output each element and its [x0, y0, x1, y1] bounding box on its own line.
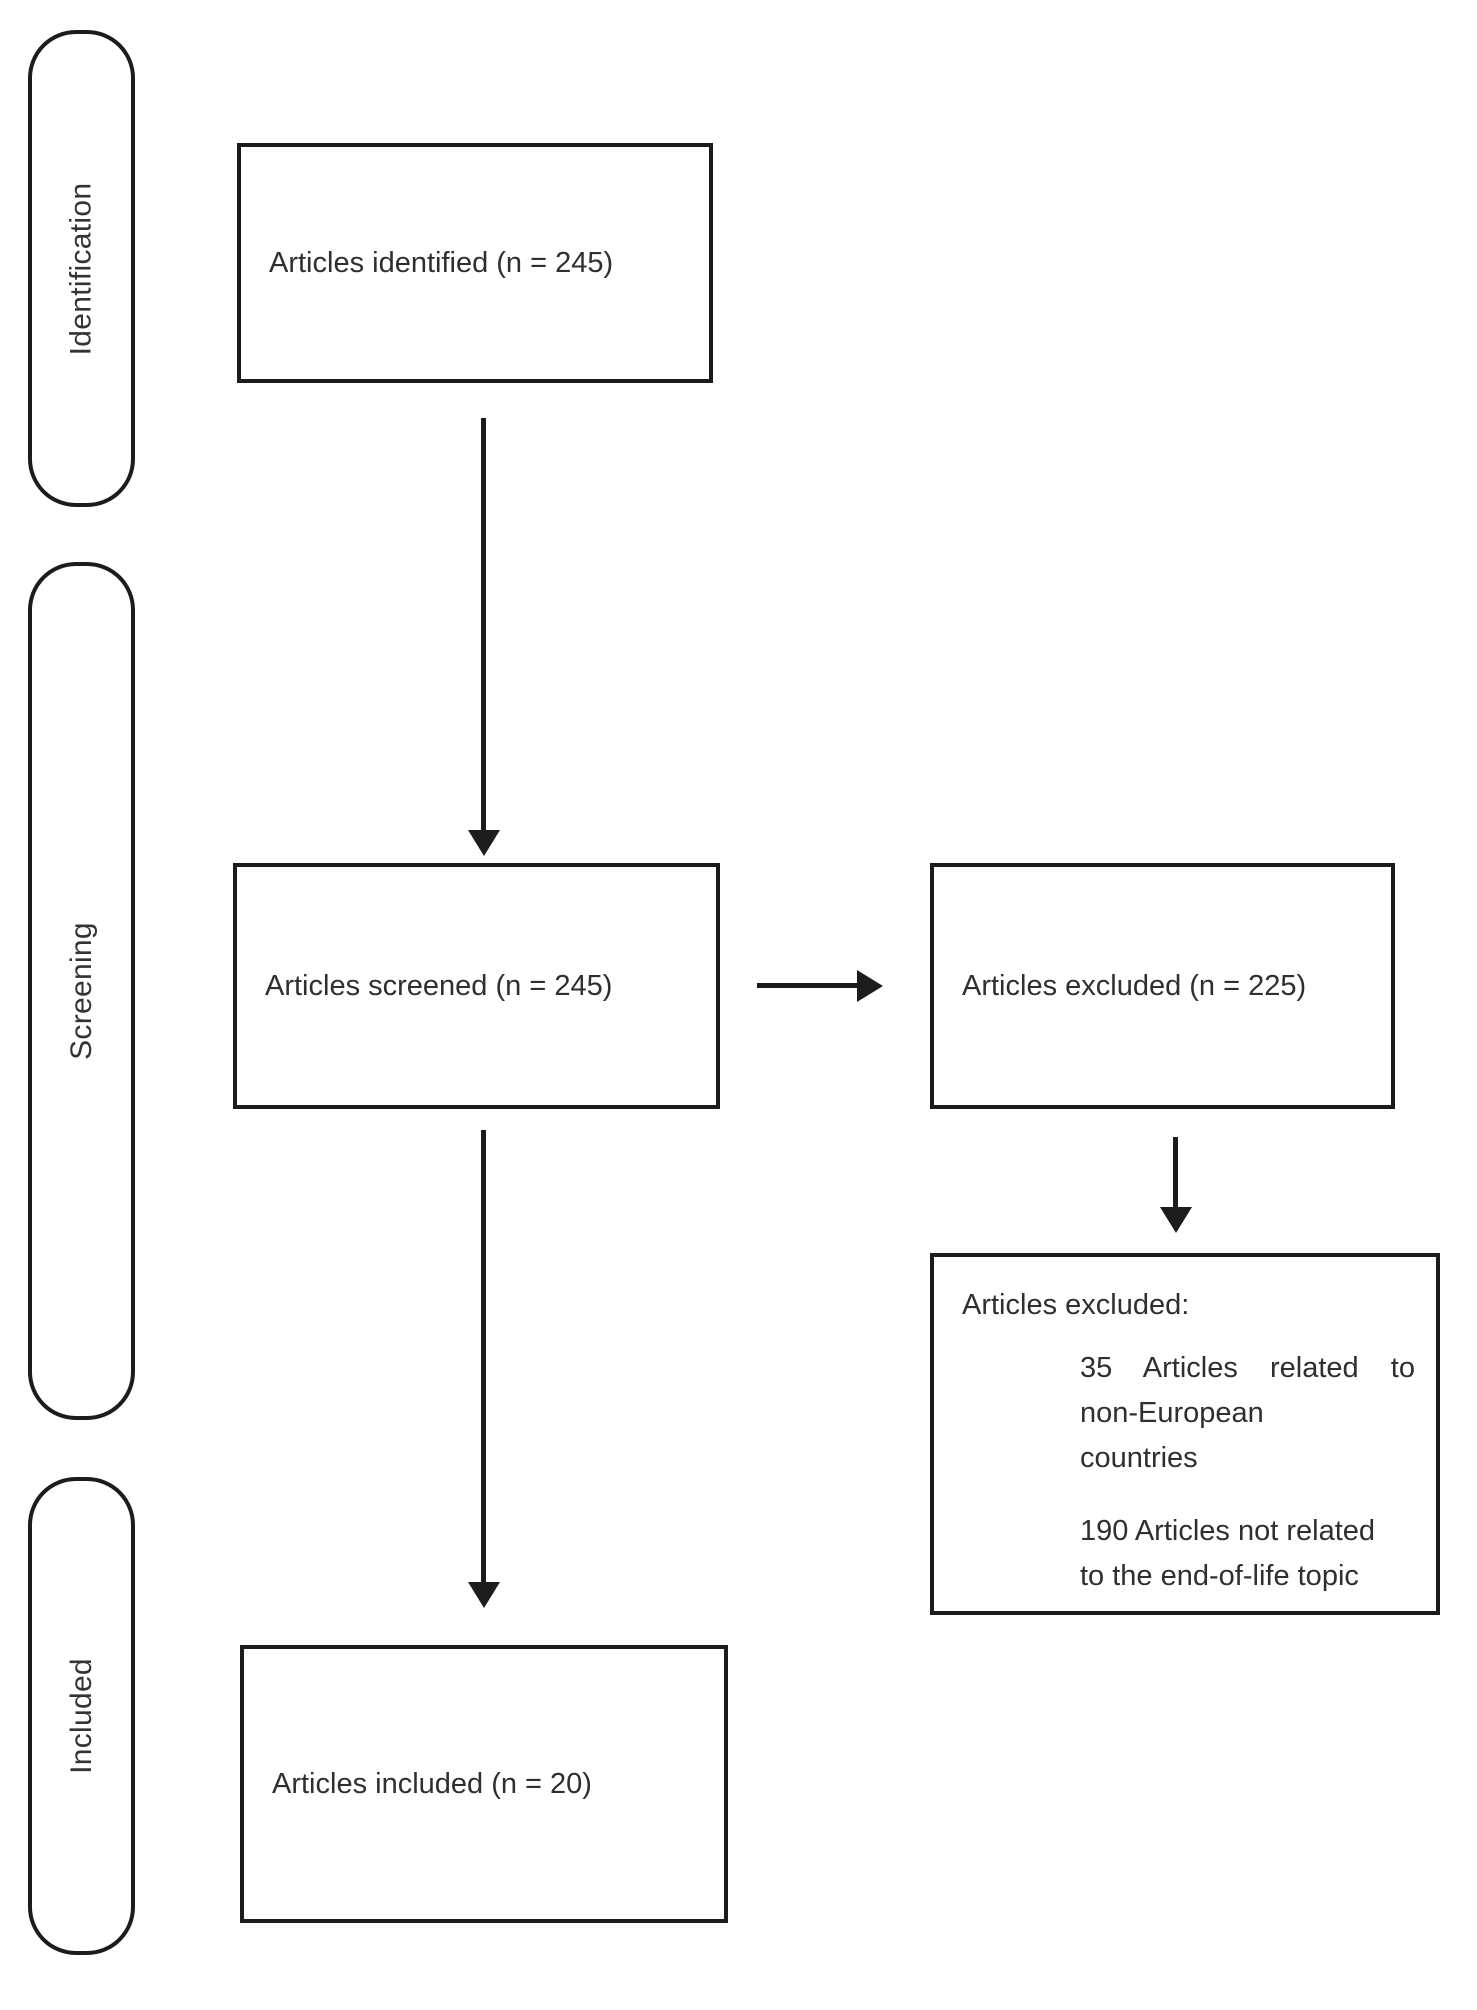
- stage-pill-screening: Screening: [28, 562, 135, 1420]
- arrow-identified-to-screened-line: [481, 418, 486, 830]
- stage-pill-identification: Identification: [28, 30, 135, 507]
- exclusion-reason-line: countries: [1080, 1442, 1198, 1474]
- exclusion-reason-line: 35 Articles related to: [1080, 1352, 1415, 1384]
- stage-label-identification: Identification: [64, 182, 98, 355]
- box-articles-excluded-label: Articles excluded (n = 225): [962, 969, 1307, 1002]
- exclusion-reason-line: non-European: [1080, 1397, 1264, 1429]
- excluded-detail-content: Articles excluded: 35 Articles related t…: [934, 1257, 1436, 1599]
- arrow-screened-to-included-line: [481, 1130, 486, 1582]
- stage-label-screening: Screening: [64, 922, 98, 1060]
- exclusion-reason-line: 190 Articles not related: [1080, 1515, 1376, 1547]
- arrow-excluded-to-detail-head: [1160, 1207, 1192, 1233]
- box-articles-excluded-detail: Articles excluded: 35 Articles related t…: [930, 1253, 1440, 1615]
- box-articles-screened-label: Articles screened (n = 245): [265, 969, 613, 1002]
- stage-label-included: Included: [64, 1658, 98, 1774]
- stage-pill-included: Included: [28, 1477, 135, 1955]
- box-articles-identified-label: Articles identified (n = 245): [269, 246, 614, 279]
- box-articles-excluded: Articles excluded (n = 225): [930, 863, 1395, 1109]
- exclusion-reason-non-european: 35 Articles related to non-European coun…: [1080, 1346, 1415, 1481]
- excluded-detail-title: Articles excluded:: [962, 1289, 1190, 1321]
- exclusion-reason-not-eol: 190 Articles not related to the end-of-l…: [1080, 1509, 1415, 1599]
- arrow-screened-to-excluded-head: [857, 970, 883, 1002]
- box-articles-included-label: Articles included (n = 20): [272, 1767, 592, 1800]
- exclusion-reason-line: to the end-of-life topic: [1080, 1560, 1359, 1592]
- arrow-screened-to-excluded-line: [757, 983, 857, 988]
- box-articles-identified: Articles identified (n = 245): [237, 143, 713, 383]
- arrow-screened-to-included-head: [468, 1582, 500, 1608]
- box-articles-screened: Articles screened (n = 245): [233, 863, 720, 1109]
- arrow-excluded-to-detail-line: [1173, 1137, 1178, 1207]
- arrow-identified-to-screened-head: [468, 830, 500, 856]
- box-articles-included: Articles included (n = 20): [240, 1645, 728, 1923]
